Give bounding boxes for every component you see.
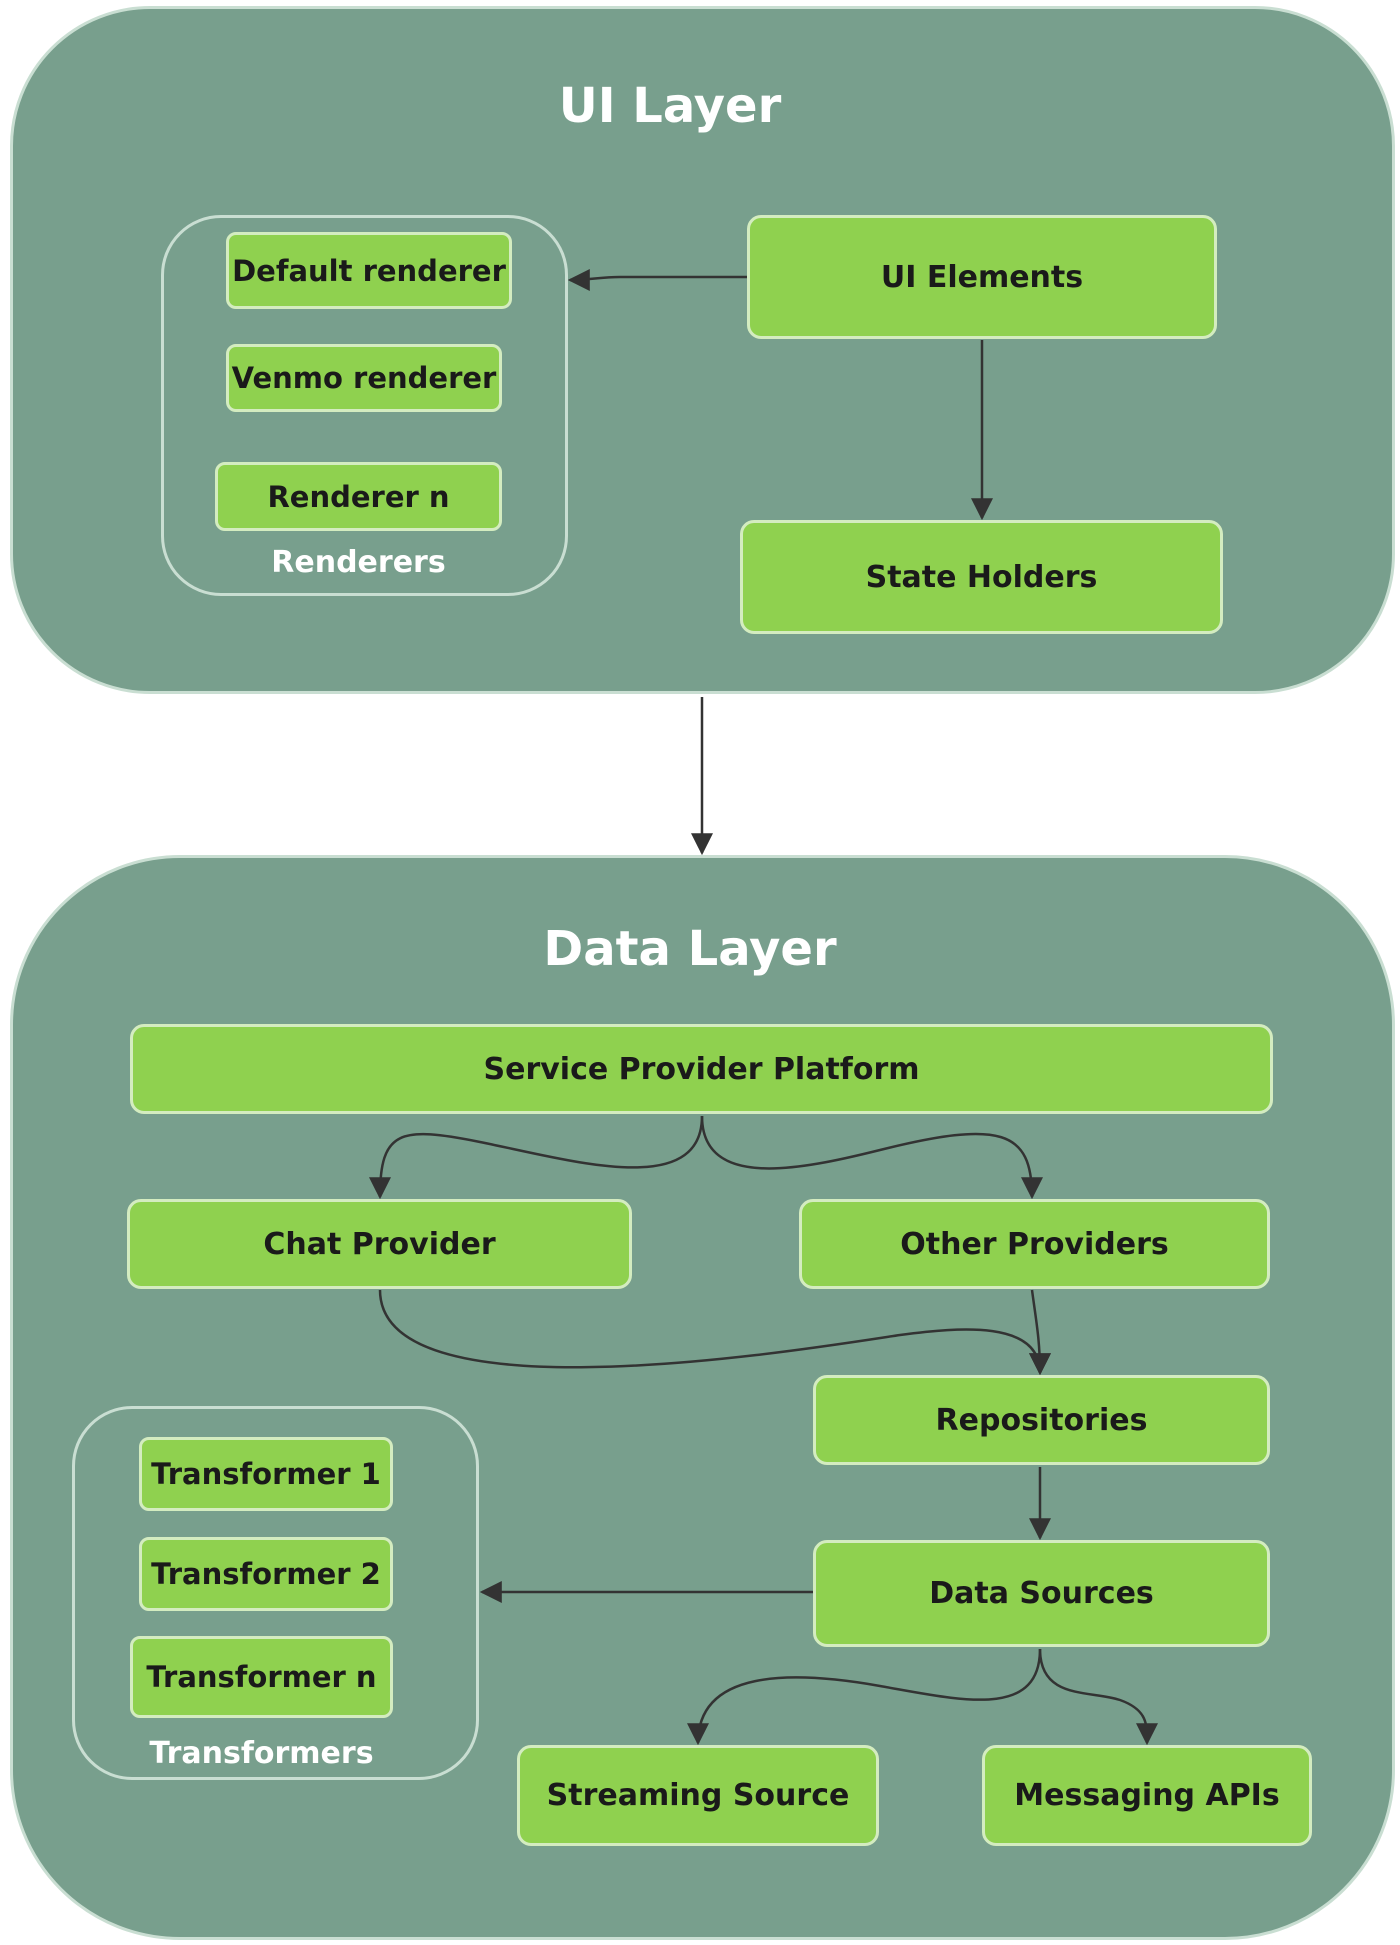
ui-elements-node: UI Elements xyxy=(747,215,1217,339)
ui-layer-title: UI Layer xyxy=(558,78,782,134)
transformer-n-node: Transformer n xyxy=(130,1636,393,1718)
transformers-group xyxy=(72,1406,479,1780)
data-layer-title: Data Layer xyxy=(543,921,837,977)
state-holders-node: State Holders xyxy=(740,520,1223,634)
service-provider-platform-node: Service Provider Platform xyxy=(130,1024,1273,1114)
transformers-group-label: Transformers xyxy=(149,1736,374,1771)
venmo-renderer-node: Venmo renderer xyxy=(226,344,502,412)
renderers-group-label: Renderers xyxy=(271,545,446,580)
messaging-apis-node: Messaging APIs xyxy=(982,1745,1312,1846)
chat-provider-node: Chat Provider xyxy=(127,1199,632,1289)
repositories-node: Repositories xyxy=(813,1375,1270,1465)
renderer-n-node: Renderer n xyxy=(215,462,502,531)
streaming-source-node: Streaming Source xyxy=(517,1745,879,1846)
transformer-1-node: Transformer 1 xyxy=(139,1437,393,1511)
other-providers-node: Other Providers xyxy=(799,1199,1270,1289)
transformer-2-node: Transformer 2 xyxy=(139,1537,393,1611)
renderers-group xyxy=(161,215,568,596)
data-sources-node: Data Sources xyxy=(813,1540,1270,1647)
default-renderer-node: Default renderer xyxy=(226,232,512,309)
